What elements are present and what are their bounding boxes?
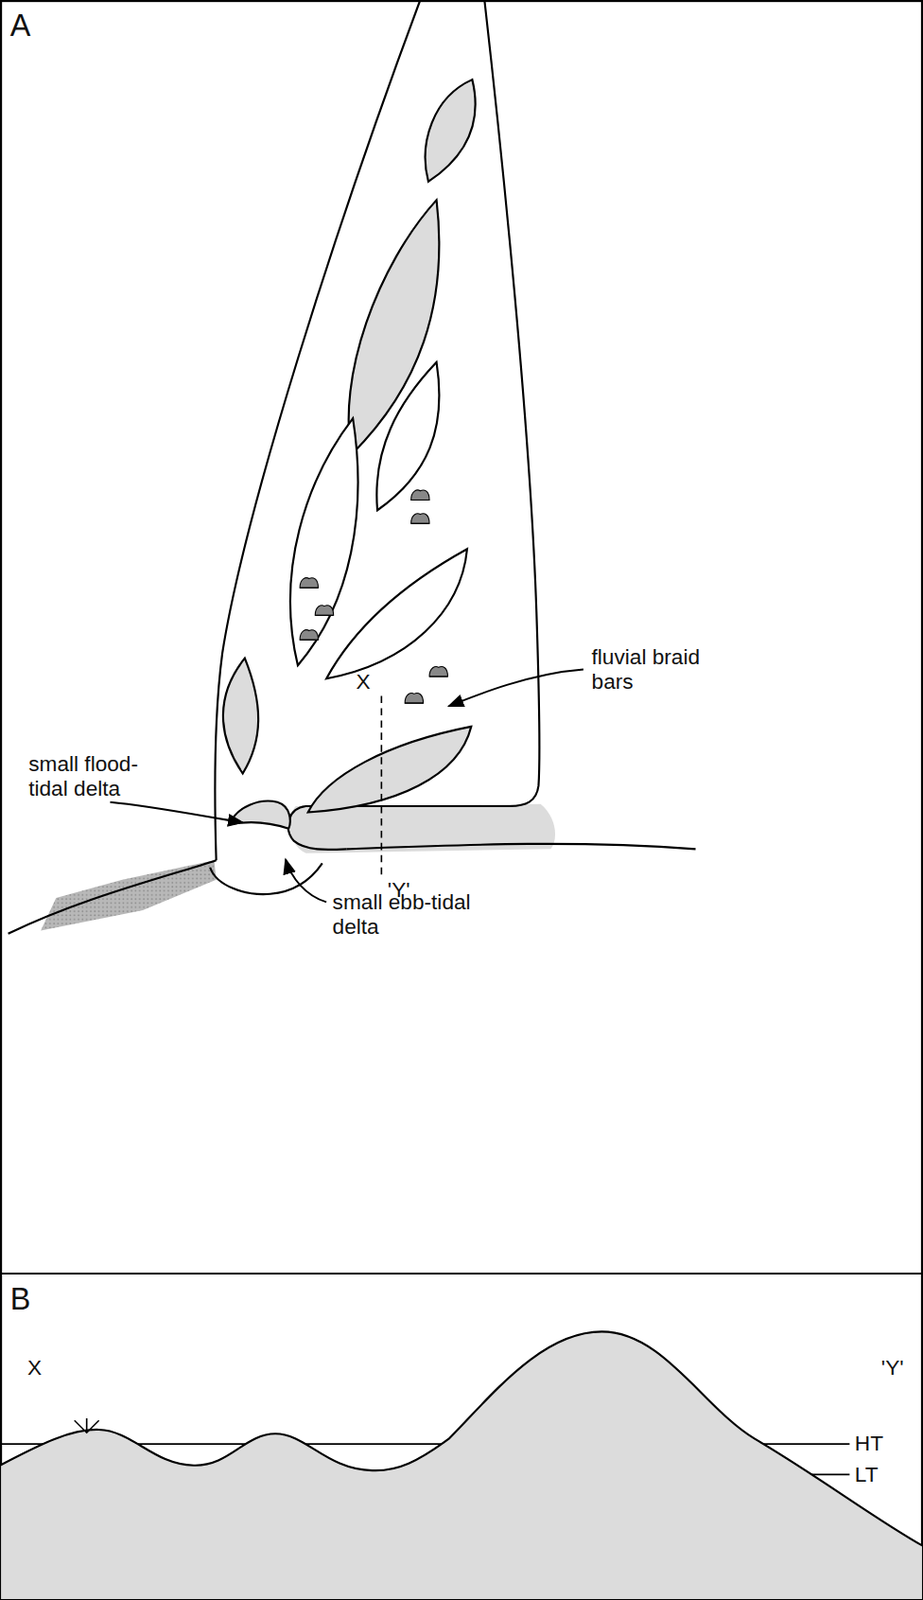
- section-end-label: 'Y': [881, 1354, 905, 1378]
- leader-arrow: [449, 668, 584, 706]
- section-line: [381, 696, 384, 880]
- section-end-label: X: [355, 668, 370, 693]
- shrub-symbol: [314, 605, 333, 615]
- shrub-base: [429, 676, 448, 678]
- shrub-symbol: [404, 693, 423, 703]
- water-table-symbol: [74, 1417, 100, 1432]
- leader-arrow: [285, 858, 327, 902]
- shrub-symbol: [299, 629, 318, 640]
- shrub-symbol: [299, 577, 318, 588]
- shrub-symbol: [429, 666, 448, 677]
- flood-tidal-delta: [229, 801, 291, 829]
- shrub-base: [404, 702, 423, 704]
- leader-arrow: [109, 801, 243, 823]
- shrub-base: [411, 522, 430, 524]
- panel-letter: A: [10, 8, 32, 43]
- right-bank: [288, 0, 540, 850]
- shrub-base: [411, 499, 430, 501]
- shrub-symbol: [411, 513, 430, 523]
- feature-label: small ebb-tidal delta: [332, 888, 512, 938]
- shoreline: [347, 843, 697, 849]
- panel-divider: [0, 1271, 923, 1274]
- panel-letter: B: [10, 1281, 32, 1316]
- shrub-base: [299, 587, 318, 589]
- tide-level-label: LT: [854, 1461, 879, 1485]
- section-end-label: 'Y': [387, 877, 411, 902]
- shoreline: [8, 859, 217, 934]
- shrub-base: [314, 614, 333, 616]
- shrub-base: [299, 639, 318, 641]
- feature-label: fluvial braid bars: [592, 644, 735, 694]
- braid-bars: [223, 79, 476, 812]
- tide-level-label: HT: [854, 1429, 884, 1454]
- cross-section-profile: [0, 1330, 923, 1600]
- shrub-symbol: [411, 489, 430, 500]
- vegetation: [299, 489, 448, 703]
- marsh-area: [40, 859, 217, 930]
- section-end-label: X: [27, 1354, 42, 1378]
- feature-label: small flood-tidal delta: [28, 751, 151, 801]
